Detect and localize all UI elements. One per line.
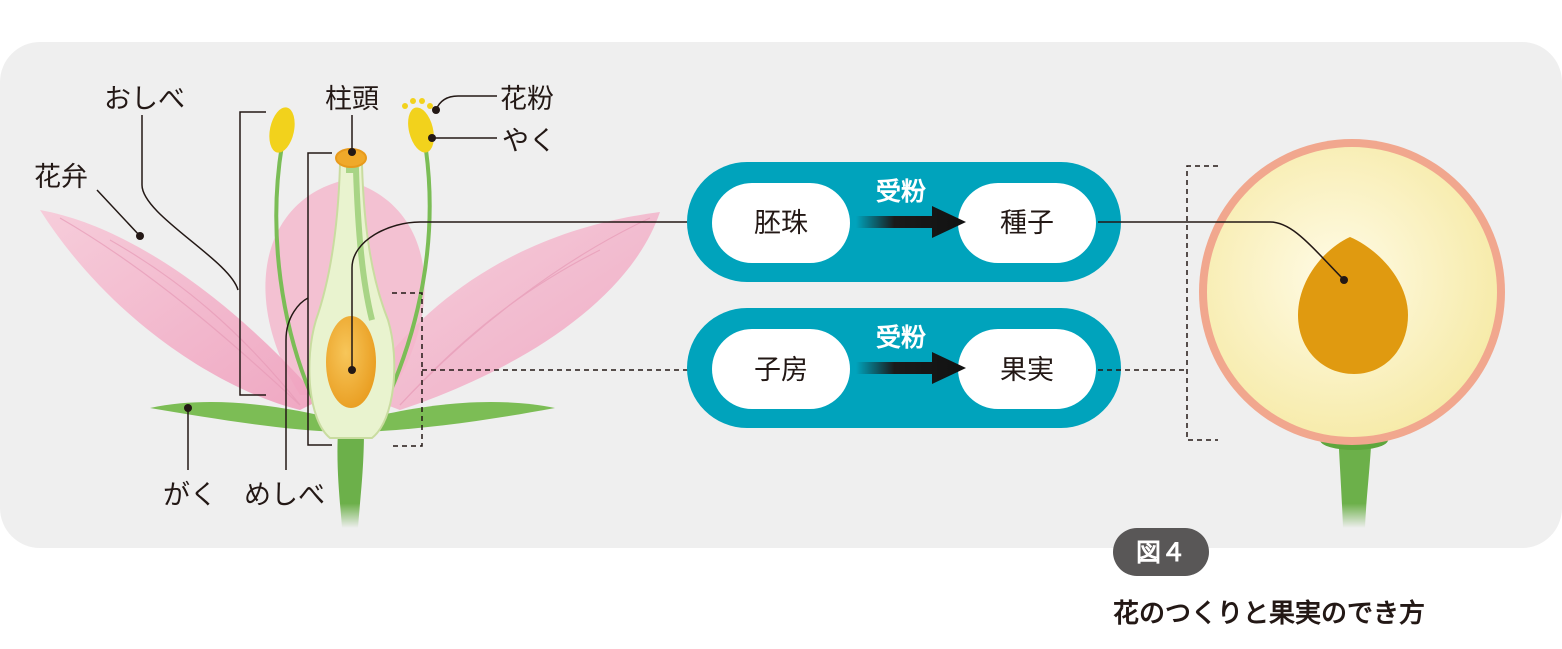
label-stamen: おしべ [104,84,185,115]
pill-seed [958,183,1096,263]
label-pistil: めしべ [244,480,325,511]
flower-illustration [40,98,660,528]
seed-leader-dot [1340,276,1348,284]
label-stigma: 柱頭 [325,84,379,115]
label-petal: 花弁 [34,162,88,193]
pill-fruit [958,329,1096,409]
figure-badge: 図４ [1113,528,1209,576]
flow-row-ovary-fruit: 子房 果実 受粉 [687,308,1121,428]
stamen-filament-left [274,144,320,411]
pollen-grains [402,98,433,109]
flower-leaders [96,95,712,470]
pill-seed-label: 種子 [1000,208,1054,239]
ovary [326,316,376,408]
ovary-bracket [392,292,712,447]
pill-ovule-label: 胚珠 [754,208,808,239]
label-anther: やく [502,126,556,157]
fruit-illustration [1199,139,1505,528]
flow-row-ovule-seed: 胚珠 種子 受粉 [687,162,1121,282]
pollination-label: 受粉 [876,177,926,206]
petal-back-right [360,212,660,410]
pill-fruit-label: 果実 [1000,355,1054,386]
anther-right [408,107,434,153]
pill-ovary [712,329,850,409]
anther-left [269,107,295,153]
seed-leader [1098,221,1345,281]
figure-badge-label: 図４ [1136,538,1186,567]
pollination-arrow [856,352,966,384]
flower-labels: おしべ 柱頭 花粉 やく 花弁 がく めしべ [34,84,556,511]
pollination-arrow [856,206,966,238]
label-sepal: がく [163,480,217,511]
fruit-bracket [1098,165,1218,441]
pollination-label: 受粉 [876,323,926,352]
figure-caption: 花のつくりと果実のでき方 [1113,598,1425,629]
fruit-stem [1338,430,1372,528]
sepal-right [360,401,555,432]
stamen-filament-right [380,149,432,411]
seed [1298,237,1408,374]
flower-leader-dots [136,106,440,412]
label-pollen: 花粉 [500,84,554,115]
sepal-left [150,401,340,432]
pill-ovary-label: 子房 [754,355,808,386]
flower-stem [337,430,364,528]
pill-ovule [712,183,850,263]
